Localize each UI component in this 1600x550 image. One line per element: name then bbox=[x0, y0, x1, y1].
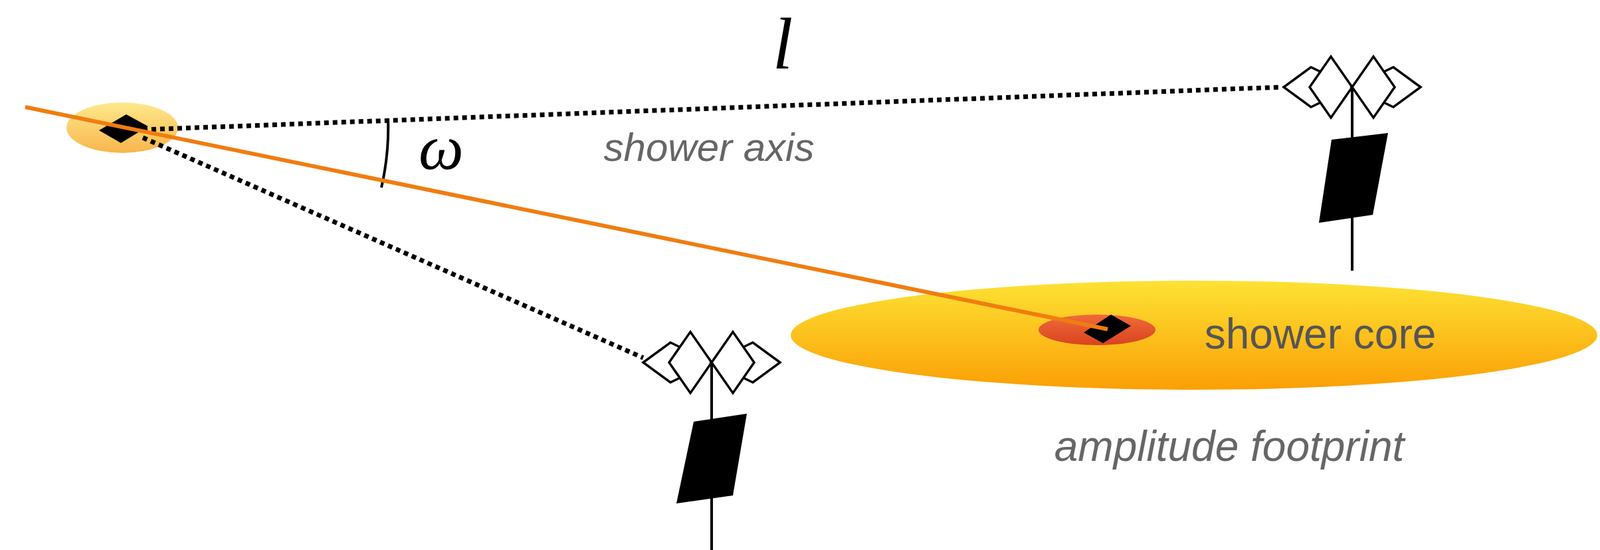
footprint-shape bbox=[790, 280, 1598, 390]
distance-line bbox=[142, 87, 1282, 130]
core-label: shower core bbox=[1204, 312, 1437, 355]
antenna-arm bbox=[711, 331, 755, 393]
sight-line bbox=[142, 137, 644, 358]
antenna-arm bbox=[669, 331, 712, 393]
antenna-arm bbox=[1352, 56, 1395, 118]
antenna-box bbox=[676, 413, 747, 503]
antenna-arm bbox=[1309, 56, 1353, 118]
footprint-label: amplitude footprint bbox=[1054, 424, 1405, 468]
footprint-ellipse bbox=[790, 280, 1598, 390]
footprint-region: shower coreamplitude footprint bbox=[790, 280, 1598, 390]
antenna bbox=[1283, 56, 1421, 271]
shower-axis-line bbox=[25, 106, 1108, 329]
distance-symbol: l bbox=[772, 7, 794, 81]
angle-arc bbox=[381, 118, 389, 188]
antenna-box bbox=[1318, 132, 1389, 223]
antenna bbox=[643, 331, 781, 550]
axis-label: shower axis bbox=[603, 127, 815, 168]
angle-symbol: ω bbox=[418, 115, 464, 180]
